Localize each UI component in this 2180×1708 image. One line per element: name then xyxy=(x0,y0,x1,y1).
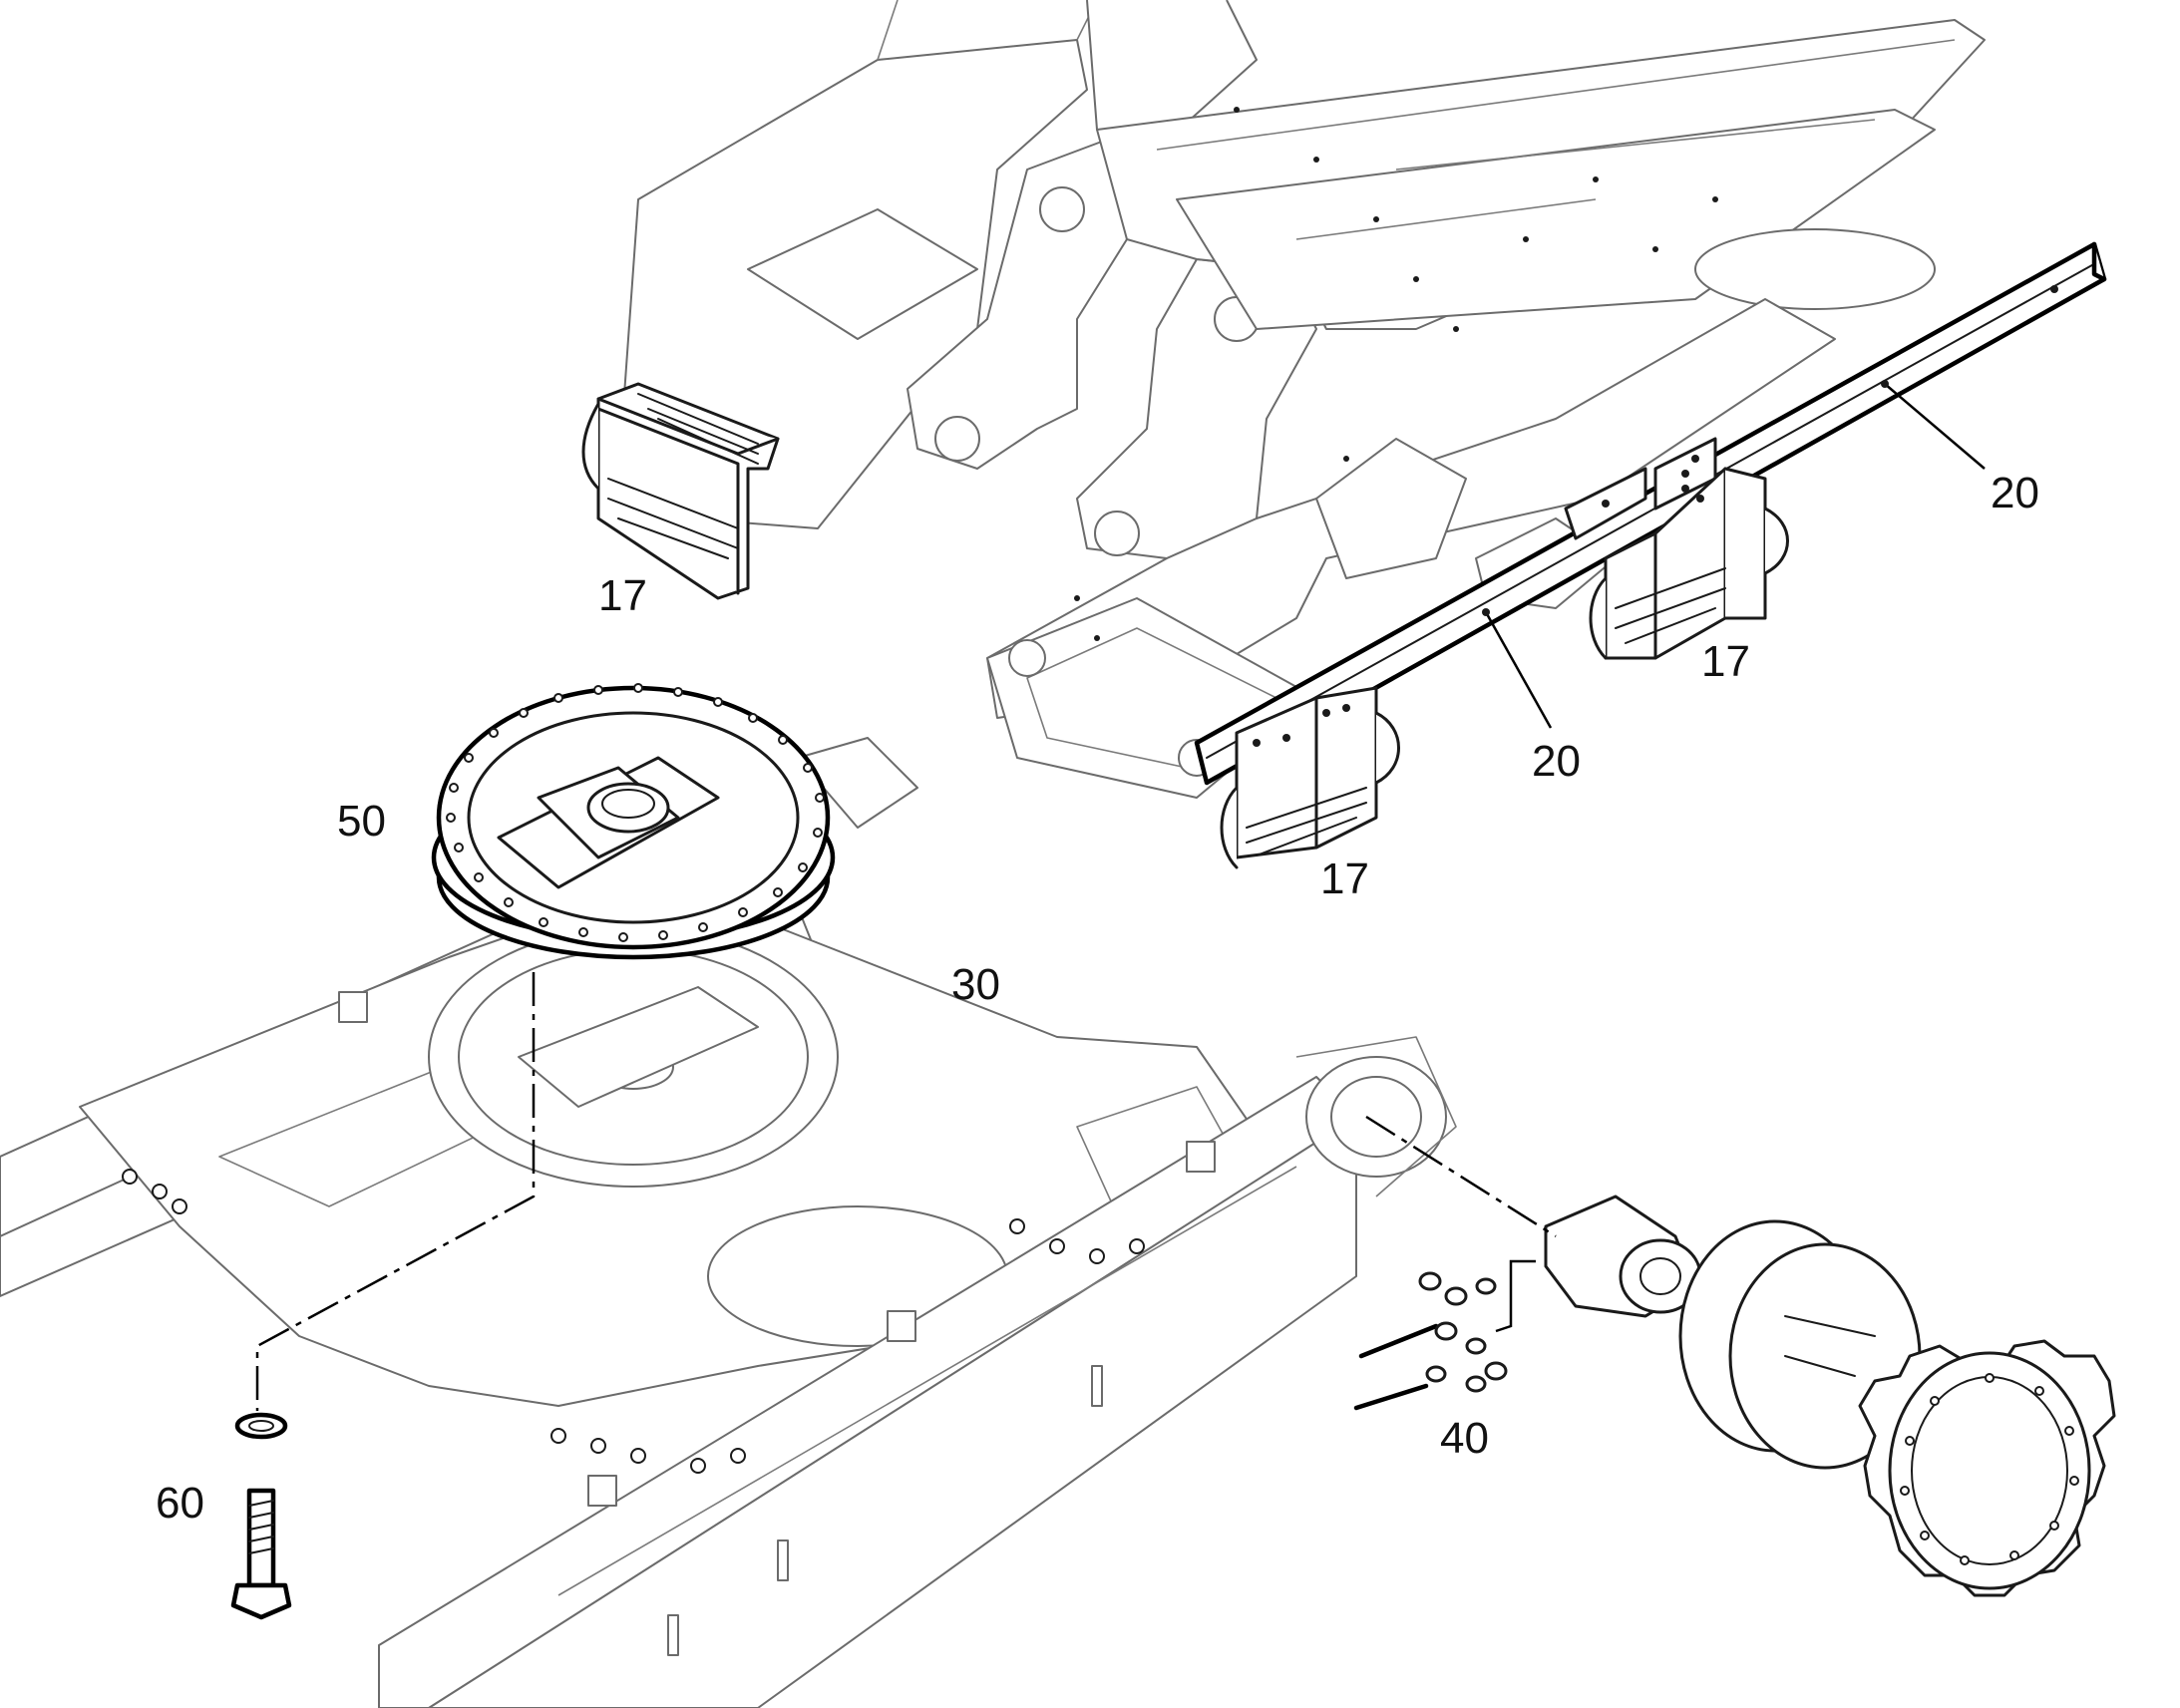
callout-labels: 17 17 17 20 20 30 40 50 60 xyxy=(156,469,2039,1528)
assembly-center-lines xyxy=(255,972,1557,1411)
callout-20-right: 20 xyxy=(1991,469,2039,517)
callout-17-lower: 17 xyxy=(1320,854,1369,903)
travel-drive-40 xyxy=(1353,1195,2116,1597)
callout-17-right: 17 xyxy=(1701,637,1750,686)
callout-50: 50 xyxy=(337,797,386,846)
access-step-17-left xyxy=(581,382,780,600)
callout-17-left: 17 xyxy=(598,571,647,620)
bolt-washer-60 xyxy=(230,1412,292,1620)
upper-frame xyxy=(617,0,1986,799)
callout-40: 40 xyxy=(1440,1414,1489,1463)
slewing-ring-50 xyxy=(431,683,836,960)
ring-seat xyxy=(428,926,839,1188)
leader-lines xyxy=(1482,380,1986,729)
sprocket xyxy=(1858,1339,2116,1597)
side-beam-20 xyxy=(1194,241,2107,786)
callout-30: 30 xyxy=(951,960,1000,1009)
access-step-17-lower xyxy=(1220,686,1400,869)
ring-bolt-holes xyxy=(446,683,825,942)
access-step-17-right xyxy=(1589,467,1789,660)
callout-20-middle: 20 xyxy=(1532,737,1581,786)
callout-60: 60 xyxy=(156,1479,204,1528)
